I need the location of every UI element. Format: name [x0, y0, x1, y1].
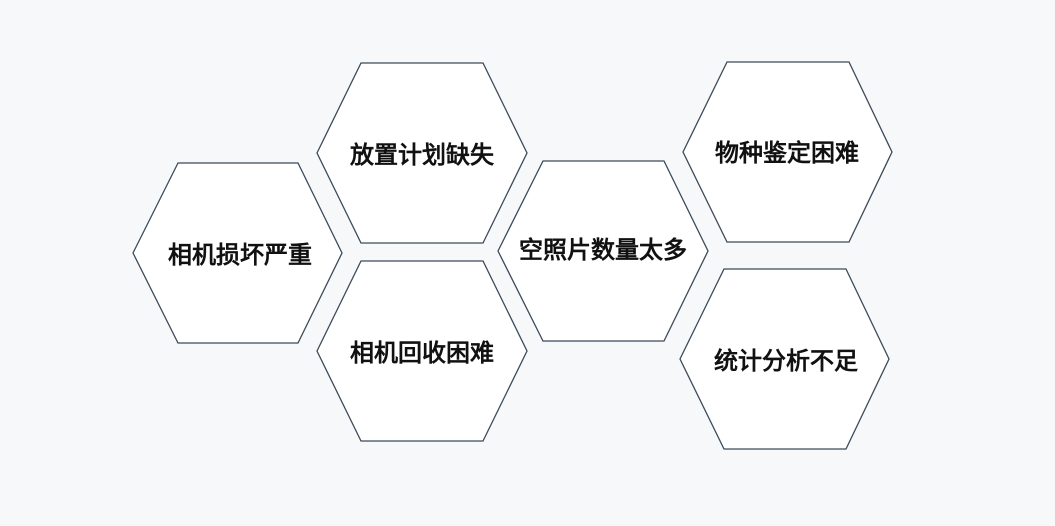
hexagon-camera-retrieval: 相机回收困难 [316, 260, 528, 442]
hexagon-label-camera-damage: 相机损坏严重 [168, 241, 312, 269]
hexagon-statistical-analysis: 统计分析不足 [679, 268, 890, 450]
hexagon-shape [132, 162, 343, 344]
hexagon-label-empty-photos: 空照片数量太多 [519, 236, 687, 264]
hexagon-shape [497, 160, 709, 342]
hexagon-placement-plan: 放置计划缺失 [316, 62, 528, 244]
hexagon-camera-damage: 相机损坏严重 [132, 162, 343, 344]
hexagon-shape [316, 62, 528, 244]
hexagon-species-identification: 物种鉴定困难 [682, 61, 893, 243]
hexagon-empty-photos: 空照片数量太多 [497, 160, 709, 342]
hexagon-label-placement-plan: 放置计划缺失 [349, 141, 495, 169]
hexagon-label-species-identification: 物种鉴定困难 [715, 139, 859, 167]
hexagon-shape [316, 260, 528, 442]
hexagon-label-statistical-analysis: 统计分析不足 [714, 347, 858, 375]
hexagon-shape [682, 61, 893, 243]
hexagon-label-camera-retrieval: 相机回收困难 [350, 339, 494, 367]
hexagon-shape [679, 268, 890, 450]
